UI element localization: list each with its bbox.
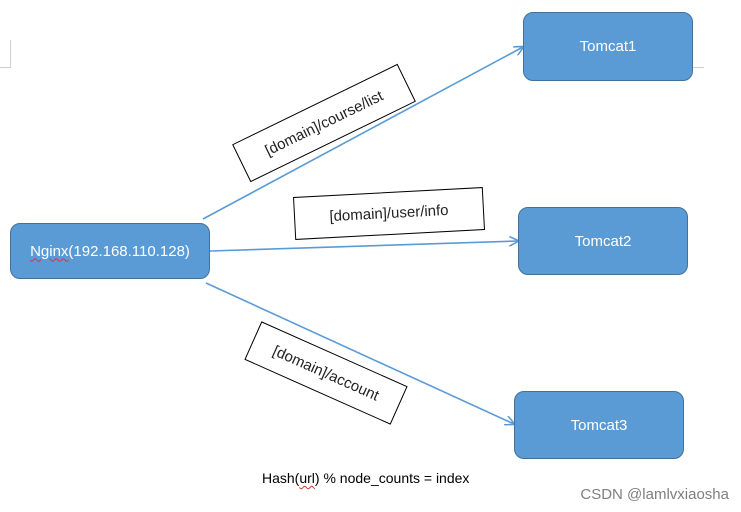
tomcat3-label: Tomcat3 (570, 416, 628, 434)
arrow-nginx-to-tomcat1 (202, 47, 523, 220)
page-corner-mark-vertical (10, 40, 11, 68)
arrow-nginx-to-tomcat3 (205, 282, 514, 424)
hash-formula-caption: Hash(url) % node_counts = index (262, 470, 469, 486)
route-user-text: [domain]/user/info (329, 201, 449, 226)
formula-end: ) % node_counts = index (314, 470, 470, 486)
tomcat2-label: Tomcat2 (574, 232, 632, 250)
page-corner-mark-horizontal (0, 67, 11, 68)
tomcat1-label: Tomcat1 (579, 38, 637, 55)
nginx-node: Nginx(192.168.110.128) (10, 223, 210, 279)
nginx-ip: (192.168.110.128) (68, 242, 190, 260)
csdn-watermark: CSDN @lamlvxiaosha (580, 486, 729, 503)
tomcat3-node: Tomcat3 (514, 391, 684, 459)
nginx-node-label: Nginx(192.168.110.128) (30, 243, 190, 260)
tomcat1-node: Tomcat1 (523, 12, 693, 81)
arrow-nginx-to-tomcat2 (209, 241, 518, 252)
formula-start: Hash( (262, 470, 300, 486)
page-edge-mark-right (692, 67, 704, 68)
nginx-name: Nginx (30, 242, 69, 260)
formula-url: url (299, 470, 315, 486)
tomcat2-node: Tomcat2 (518, 207, 688, 275)
